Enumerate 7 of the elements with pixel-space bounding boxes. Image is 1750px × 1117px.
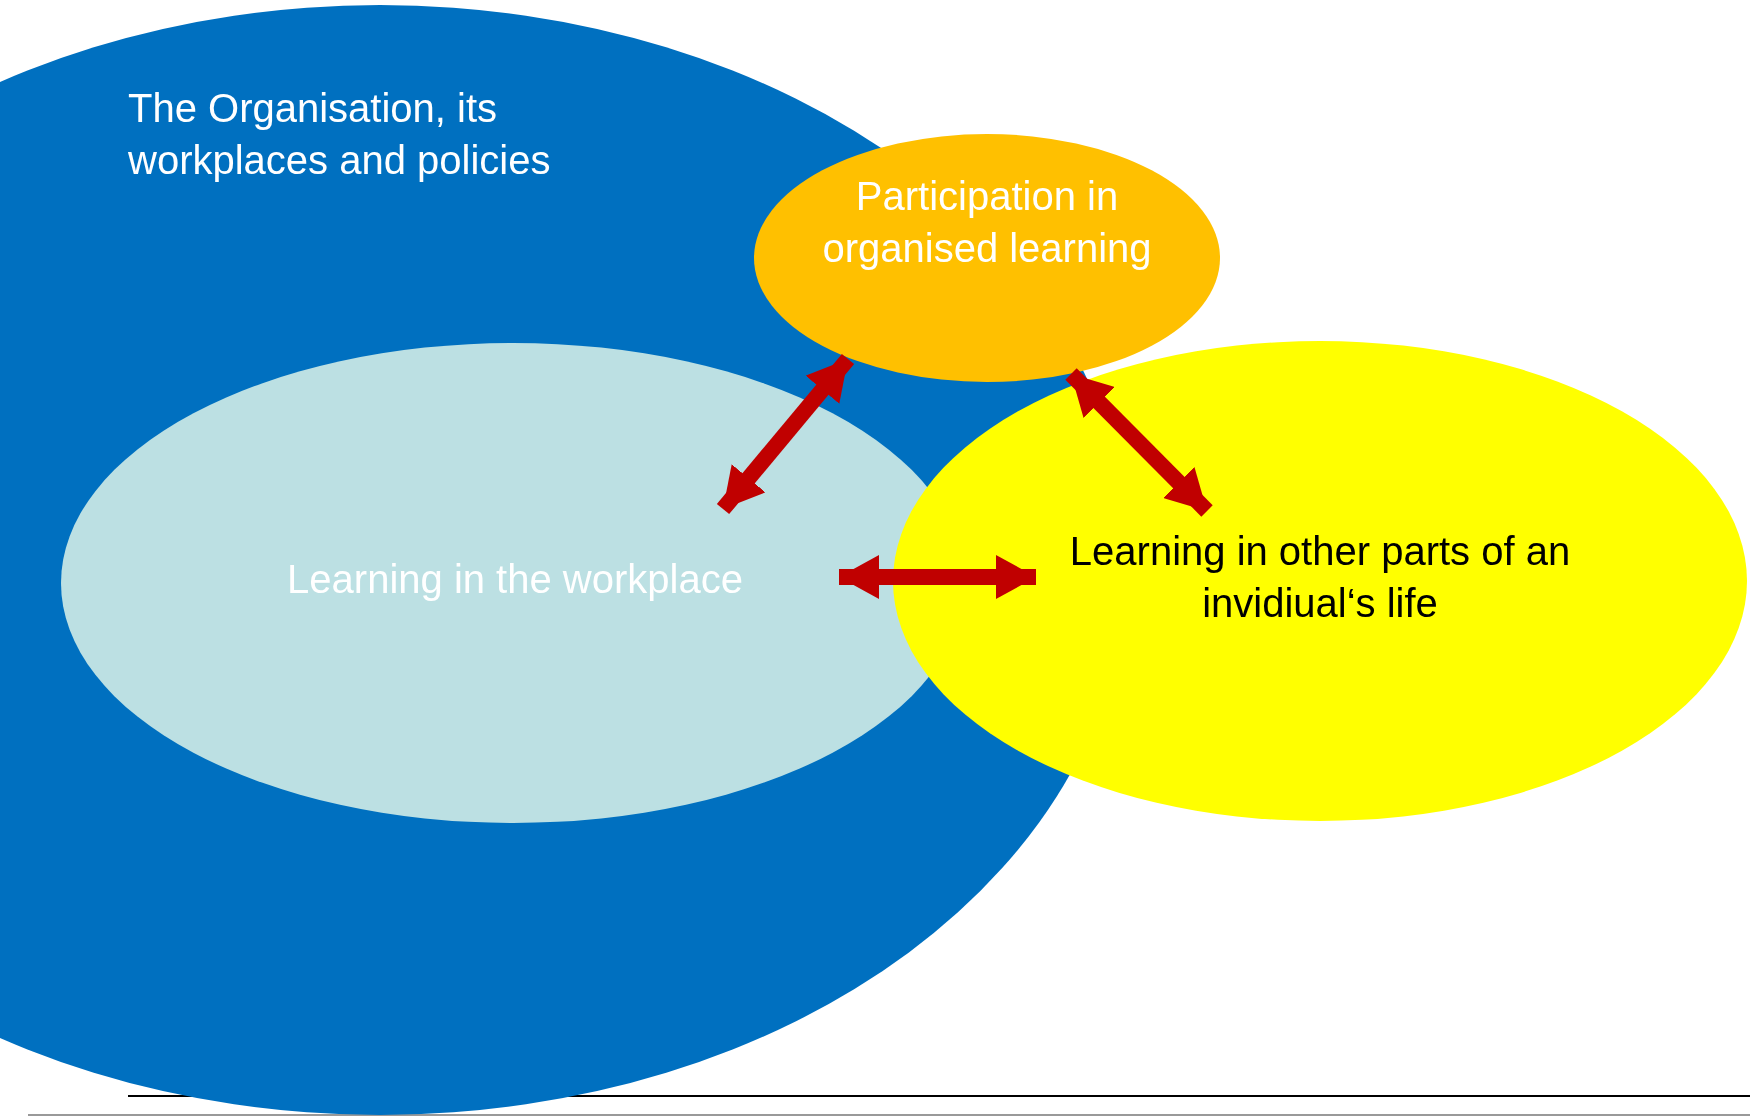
node-label: Participation in organised learning [821, 173, 1153, 272]
double-arrow [1065, 368, 1213, 517]
node-label: Learning in the workplace [286, 556, 744, 603]
double-arrow [716, 353, 855, 515]
double-arrow [839, 555, 1036, 599]
node-label: The Organisation, its workplaces and policies [128, 85, 552, 184]
node-label: Learning in other parts of an invidiual‘s life [1068, 528, 1572, 627]
